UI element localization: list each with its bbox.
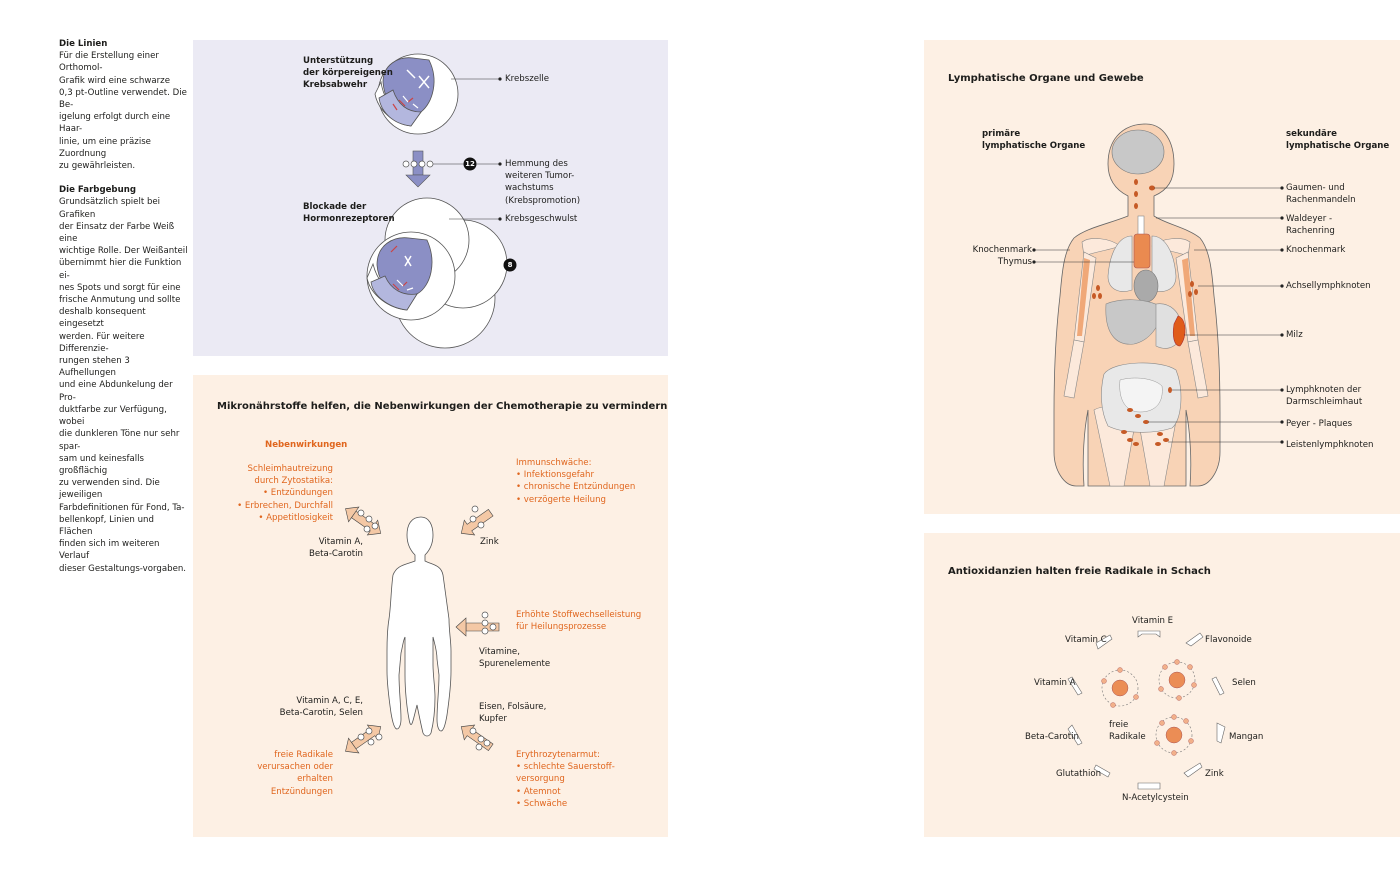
arrow-vitACE [345,724,382,754]
sidebar-text-colors: Grundsätzlich spielt bei Grafiken der Ei… [59,197,188,574]
body-outline [386,516,452,737]
tumor-panel: Unterstützung der körpereigenen Krebsabw… [193,40,668,356]
spleen [1172,315,1186,347]
sidebar-heading-colors: Die Farbgebung [59,185,136,196]
thymus [1133,233,1151,269]
arrow-zinc [460,508,494,536]
lymph-diagram [1032,123,1284,487]
label-vitamin-e: Vitamin E [1132,616,1174,626]
cancer-cell-top [374,53,459,135]
sidebar-text: Die Linien Für die Erstellung einer Orth… [59,38,189,575]
nutrient-vitACE: Vitamin A, C, E, Beta-Carotin, Selen [279,696,363,719]
label-tumor: Krebsgeschwulst [505,214,578,224]
nutrient-zinc: Zink [480,537,499,547]
nutrient-vitA: Vitamin A, Beta-Carotin [309,537,363,560]
label-flavonoide: Flavonoide [1205,635,1252,645]
label-inhibit-growth: Hemmung des weiteren Tumor- wachstums (K… [505,159,581,206]
label-tonsils: Gaumen- und Rachenmandeln [1286,183,1356,206]
chemo-diagram [345,505,500,754]
antioxidant-clips [1067,630,1226,790]
chemo-panel: Mikronährstoffe helfen, die Nebenwirkung… [193,375,668,837]
label-selen: Selen [1232,678,1256,688]
side-effects-heading: Nebenwirkungen [265,440,348,450]
label-thymus: Thymus [997,257,1032,267]
nutrient-iron: Eisen, Folsäure, Kupfer [479,702,547,725]
lymph-title: Lymphatische Organe und Gewebe [948,73,1144,84]
molecule-chain [402,160,434,168]
label-waldeyer: Waldeyer - Rachenring [1286,214,1335,237]
antiox-diagram [1067,630,1226,790]
label-zink: Zink [1205,769,1224,779]
badge-8: 8 [507,261,513,269]
effect-anemia: Erythrozytenarmut: • schlechte Sauerstof… [516,750,615,809]
label-axillary: Achsellymphknoten [1286,281,1371,291]
lymph-panel: Lymphatische Organe und Gewebe [924,40,1400,514]
effect-mucosa: Schleimhautreizung durch Zytostatika: • … [237,464,333,523]
label-cancer-cell: Krebszelle [505,74,550,84]
antiox-title: Antioxidanzien halten freie Radikale in … [948,566,1211,577]
label-peyer: Peyer - Plaques [1286,419,1353,429]
tumor-diagram [366,53,517,349]
radical-cluster [1101,659,1197,756]
effect-immune: Immunschwäche: • Infektionsgefahr • chro… [516,458,636,505]
label-vitamin-c: Vitamin C [1065,635,1107,645]
effect-metabolism: Erhöhte Stoffwechselleistung für Heilung… [516,610,642,633]
label-bone-marrow-left: Knochenmark [972,245,1032,255]
tumor-cell-cutaway [366,237,433,311]
secondary-heading: sekundäre lymphatische Organe [1286,129,1390,152]
label-n-acetylcystein: N-Acetylcystein [1122,793,1189,803]
effect-radicals: freie Radikale verursachen oder erhalten… [257,750,333,797]
chemo-title: Mikronährstoffe helfen, die Nebenwirkung… [217,401,668,412]
label-gut-lymph: Lymphknoten der Darmschleimhaut [1286,385,1363,408]
label-support-immune: Unterstützung der körpereigenen Krebsabw… [303,56,393,91]
heart [1133,269,1159,303]
brain [1111,129,1165,175]
nutrient-vitamins: Vitamine, Spurenelemente [479,647,551,670]
arrow-vitA [345,506,382,536]
down-arrow [405,150,431,188]
label-blockade: Blockade der Hormonrezeptoren [303,202,395,225]
sidebar-text-lines: Für die Erstellung einer Orthomol- Grafi… [59,51,187,172]
label-bone-marrow-right: Knochenmark [1286,245,1346,255]
antiox-panel: Antioxidanzien halten freie Radikale in … [924,533,1400,837]
label-glutathion: Glutathion [1056,769,1102,779]
label-spleen: Milz [1286,330,1303,340]
label-vitamin-a: Vitamin A [1034,678,1076,688]
label-free-radicals: freie Radikale [1109,720,1146,743]
label-mangan: Mangan [1229,732,1264,742]
primary-heading: primäre lymphatische Organe [982,129,1086,152]
sidebar-heading-lines: Die Linien [59,39,108,49]
badge-12: 12 [465,160,475,168]
label-beta-carotin: Beta-Carotin [1025,732,1079,742]
label-inguinal: Leistenlymphknoten [1286,440,1374,450]
